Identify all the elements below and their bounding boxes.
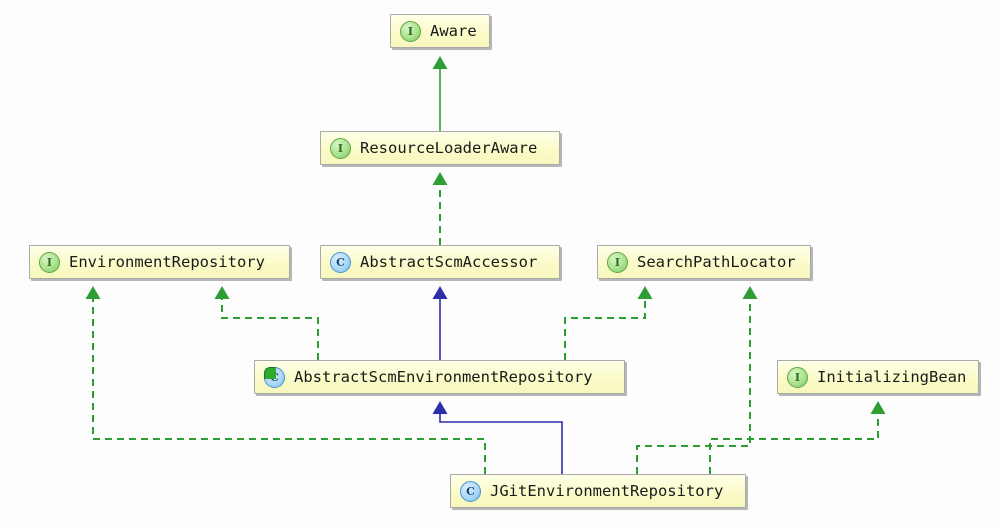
interface-icon: I <box>787 366 808 388</box>
interface-icon: I <box>400 20 421 42</box>
node-label: Aware <box>430 22 477 40</box>
edge-arrowhead <box>432 172 448 185</box>
node-label: AbstractScmEnvironmentRepository <box>294 368 593 386</box>
node-label: AbstractScmAccessor <box>360 253 538 271</box>
node-aware[interactable]: I Aware <box>390 14 490 48</box>
edge-arrowhead <box>432 56 448 69</box>
edge-arrowhead <box>214 286 230 299</box>
abstract-class-icon: C <box>264 366 285 388</box>
edge-arrowhead <box>432 401 448 414</box>
edge-arrowhead <box>432 286 448 299</box>
node-resource-loader-aware[interactable]: I ResourceLoaderAware <box>320 131 560 165</box>
edge-line <box>439 414 563 474</box>
edge-arrowhead <box>742 286 758 299</box>
node-abstract-scm-accessor[interactable]: C AbstractScmAccessor <box>320 245 560 279</box>
node-label: ResourceLoaderAware <box>360 139 538 157</box>
interface-icon: I <box>39 251 60 273</box>
node-label: JGitEnvironmentRepository <box>490 482 724 500</box>
node-search-path-locator[interactable]: I SearchPathLocator <box>597 245 811 279</box>
node-label: EnvironmentRepository <box>69 253 265 271</box>
node-label: InitializingBean <box>817 368 967 386</box>
node-jgit-environment-repository[interactable]: C JGitEnvironmentRepository <box>450 474 746 508</box>
node-label: SearchPathLocator <box>637 253 796 271</box>
class-icon: C <box>460 480 481 502</box>
class-icon: C <box>330 251 351 273</box>
edge-arrowhead <box>637 286 653 299</box>
interface-icon: I <box>607 251 628 273</box>
interface-icon: I <box>330 137 351 159</box>
edge-arrowhead <box>870 401 886 414</box>
edge-arrowhead <box>85 286 101 299</box>
node-abstract-scm-environment-repository[interactable]: C AbstractScmEnvironmentRepository <box>254 360 625 394</box>
node-initializing-bean[interactable]: I InitializingBean <box>777 360 979 394</box>
edge-line <box>636 299 751 474</box>
node-environment-repository[interactable]: I EnvironmentRepository <box>29 245 290 279</box>
edge-line <box>564 299 646 360</box>
edge-line <box>221 299 319 360</box>
edge-line <box>709 414 879 474</box>
